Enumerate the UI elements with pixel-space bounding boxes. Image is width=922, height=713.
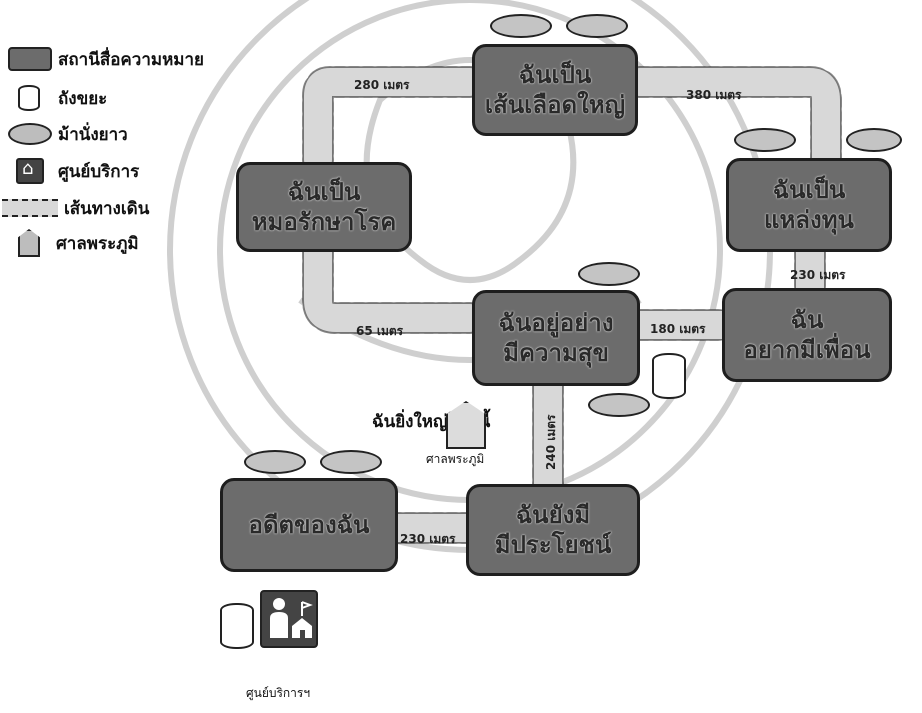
station-symbol [8, 47, 52, 71]
legend-shrine-label: ศาลพระภูมิ [56, 233, 139, 254]
station-past: อดีตของฉัน [220, 478, 398, 572]
bench-icon [846, 128, 902, 152]
station-capital: ฉันเป็น แหล่งทุน [726, 158, 892, 252]
path-symbol [2, 199, 58, 217]
shrine-caption: ศาลพระภูมิ [426, 452, 485, 466]
station-line: ฉันเป็น [287, 178, 361, 206]
bench-icon [566, 14, 628, 38]
station-happy: ฉันอยู่อย่าง มีความสุข [472, 290, 640, 386]
bench-icon [490, 14, 552, 38]
distance-label: 230 เมตร [790, 268, 846, 282]
station-line: อดีตของฉัน [248, 511, 370, 539]
station-line: อยากมีเพื่อน [743, 336, 871, 364]
distance-label: 280 เมตร [354, 78, 410, 92]
bench-icon [8, 123, 52, 145]
distance-label: 180 เมตร [650, 322, 706, 336]
bench-icon [734, 128, 796, 152]
bin-icon [18, 85, 40, 111]
legend-station: สถานีสื่อความหมาย [8, 44, 204, 74]
station-line: ฉันอยู่อย่าง [498, 309, 614, 337]
bench-icon [588, 393, 650, 417]
distance-label: 65 เมตร [356, 324, 404, 338]
distance-label: 230 เมตร [400, 532, 456, 546]
station-line: เส้นเลือดใหญ่ [484, 91, 626, 119]
service-center-icon [260, 590, 318, 648]
station-line: มีความสุข [503, 339, 609, 367]
station-line: ฉัน [790, 306, 824, 334]
bin-icon [652, 353, 686, 399]
station-line: หมอรักษาโรค [251, 208, 397, 236]
bench-icon [244, 450, 306, 474]
station-useful: ฉันยังมี มีประโยชน์ [466, 484, 640, 576]
station-line: แหล่งทุน [764, 206, 854, 234]
bin-icon [220, 603, 254, 649]
service-center-icon [16, 158, 44, 184]
legend-bench: ม้านั่งยาว [8, 119, 128, 149]
station-line: ฉันเป็น [772, 176, 846, 204]
legend-service: ศูนย์บริการ [8, 156, 139, 186]
bench-icon [578, 262, 640, 286]
station-line: มีประโยชน์ [494, 531, 612, 559]
distance-label: 240 เมตร [544, 414, 558, 470]
station-line: ฉันเป็น [518, 61, 592, 89]
legend-bin: ถังขยะ [8, 83, 107, 113]
legend-station-label: สถานีสื่อความหมาย [58, 49, 205, 70]
legend-path: เส้นทางเดิน [2, 193, 150, 223]
station-doctor: ฉันเป็น หมอรักษาโรค [236, 162, 412, 252]
legend-bench-label: ม้านั่งยาว [58, 124, 128, 145]
legend-shrine: ศาลพระภูมิ [8, 228, 139, 258]
legend-service-label: ศูนย์บริการ [58, 161, 140, 182]
station-line: ฉันยังมี [515, 501, 591, 529]
legend-bin-label: ถังขยะ [58, 88, 108, 109]
distance-label: 380 เมตร [686, 88, 742, 102]
service-caption: ศูนย์บริการฯ [246, 686, 311, 700]
station-blood-vessel: ฉันเป็น เส้นเลือดใหญ่ [472, 44, 638, 136]
shrine-icon [18, 229, 40, 257]
service-center-glyph [270, 598, 313, 638]
station-friend: ฉัน อยากมีเพื่อน [722, 288, 892, 382]
legend-path-label: เส้นทางเดิน [64, 198, 150, 219]
bench-icon [320, 450, 382, 474]
